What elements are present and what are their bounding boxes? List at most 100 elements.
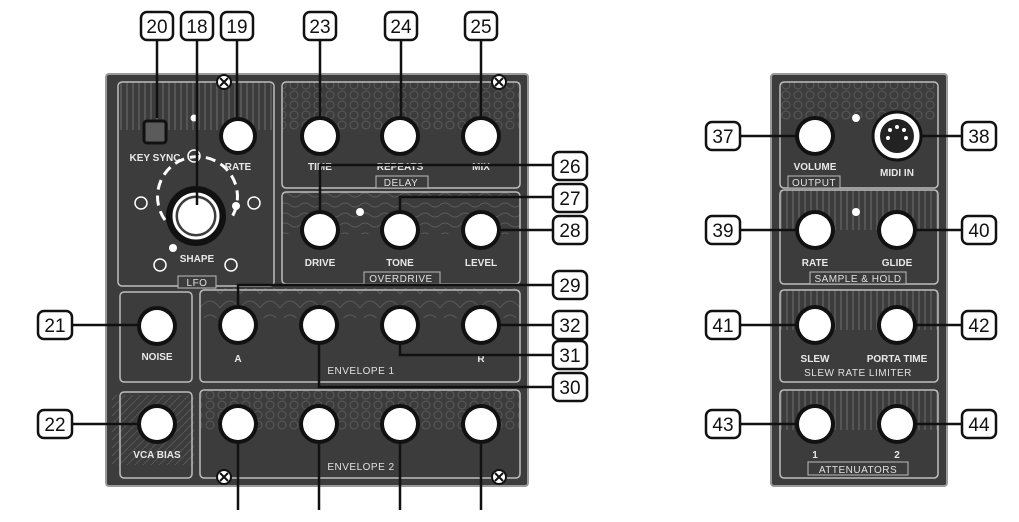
env1-sustain-knob[interactable]	[380, 305, 420, 345]
overdrive-label: OVERDRIVE	[369, 274, 432, 285]
sine-icon	[153, 258, 167, 272]
attenuators-label: ATTENUATORS	[819, 465, 897, 476]
callout-18: 18	[186, 17, 207, 38]
envelope2-section	[199, 389, 521, 479]
env1-release-knob[interactable]	[461, 305, 501, 345]
envelope1-section	[199, 289, 521, 383]
env2-attack-knob[interactable]	[218, 404, 258, 444]
led-indicator	[852, 114, 860, 122]
slew-knob[interactable]	[795, 305, 835, 345]
glide-label: GLIDE	[882, 258, 913, 269]
key-sync-label: KEY SYNC	[130, 153, 181, 164]
env1-r-label: R	[477, 354, 485, 365]
triangle-wave-icon	[134, 196, 148, 210]
midi-in-jack[interactable]	[871, 110, 923, 162]
env1-a-label: A	[234, 354, 241, 365]
callout-26: 26	[559, 157, 580, 178]
delay-repeats-label: REPEATS	[377, 162, 424, 173]
callout-41: 41	[712, 316, 733, 337]
slew-rate-limiter-label: SLEW RATE LIMITER	[804, 368, 912, 379]
callout-19: 19	[226, 17, 247, 38]
ramp-wave-icon	[224, 258, 238, 272]
attenuator-1-knob[interactable]	[795, 404, 835, 444]
left-panel: LFO DELAY OVERDRIVE ENVELOPE 1 ENVELOPE …	[105, 73, 529, 487]
env2-decay-knob[interactable]	[299, 404, 339, 444]
drive-knob[interactable]	[300, 210, 340, 250]
callout-37: 37	[712, 127, 733, 148]
noise-label: NOISE	[141, 352, 172, 363]
tone-label: TONE	[386, 258, 414, 269]
led-indicator	[169, 244, 177, 252]
delay-time-knob[interactable]	[300, 116, 340, 156]
shape-knob[interactable]	[166, 186, 226, 246]
lfo-rate-label: RATE	[225, 162, 252, 173]
callout-39: 39	[712, 221, 733, 242]
sine-wave-icon	[187, 149, 201, 163]
porta-time-label: PORTA TIME	[867, 354, 928, 365]
leader-lines	[72, 40, 962, 510]
callout-44: 44	[968, 415, 990, 436]
slew-label: SLEW	[801, 354, 830, 365]
noise-knob[interactable]	[137, 306, 177, 346]
volume-knob[interactable]	[795, 116, 835, 156]
delay-mix-knob[interactable]	[461, 116, 501, 156]
lfo-label: LFO	[187, 278, 208, 289]
volume-label: VOLUME	[794, 162, 837, 173]
env1-attack-knob[interactable]	[218, 305, 258, 345]
level-label: LEVEL	[465, 258, 497, 269]
screw-icon	[216, 469, 232, 485]
sh-rate-label: RATE	[802, 258, 829, 269]
led-indicator	[356, 208, 364, 216]
callout-20: 20	[146, 17, 167, 38]
callout-29: 29	[559, 276, 580, 297]
env2-release-knob[interactable]	[461, 404, 501, 444]
vca-section	[119, 391, 193, 479]
att2-label: 2	[894, 450, 900, 461]
slew-section	[779, 289, 939, 383]
callout-40: 40	[968, 221, 989, 242]
callout-38: 38	[968, 127, 989, 148]
callout-25: 25	[470, 17, 491, 38]
env1-decay-knob[interactable]	[299, 305, 339, 345]
envelope1-label: ENVELOPE 1	[327, 366, 394, 377]
porta-time-knob[interactable]	[877, 305, 917, 345]
sh-rate-knob[interactable]	[795, 210, 835, 250]
glide-knob[interactable]	[877, 210, 917, 250]
callout-27: 27	[559, 189, 580, 210]
callout-31: 31	[559, 346, 580, 367]
att1-label: 1	[812, 450, 818, 461]
callout-32: 32	[559, 316, 580, 337]
midi-in-label: MIDI IN	[880, 168, 914, 179]
noise-section	[119, 291, 193, 383]
attenuator-2-knob[interactable]	[877, 404, 917, 444]
drive-label: DRIVE	[305, 258, 336, 269]
envelope2-label: ENVELOPE 2	[327, 462, 394, 473]
screw-icon	[216, 74, 232, 90]
delay-repeats-knob[interactable]	[380, 116, 420, 156]
attenuators-section	[779, 389, 939, 479]
led-indicator	[232, 202, 240, 210]
output-label: OUTPUT	[792, 178, 836, 189]
square-wave-icon	[247, 196, 261, 210]
callout-43: 43	[712, 415, 733, 436]
led-indicator	[852, 208, 860, 216]
screw-icon	[491, 469, 507, 485]
shape-label: SHAPE	[180, 254, 215, 265]
level-knob[interactable]	[461, 210, 501, 250]
vca-bias-label: VCA BIAS	[133, 450, 181, 461]
tone-knob[interactable]	[380, 210, 420, 250]
lfo-rate-knob[interactable]	[219, 117, 257, 155]
key-sync-button[interactable]	[142, 119, 168, 145]
callout-30: 30	[559, 378, 580, 399]
screw-icon	[491, 74, 507, 90]
callout-21: 21	[44, 316, 65, 337]
callout-boxes: 20 18 19 23 24 25 26 27 28 29 32 31 30 2…	[36, 10, 998, 440]
sample-hold-label: SAMPLE & HOLD	[814, 274, 901, 285]
callout-28: 28	[559, 221, 580, 242]
right-panel: OUTPUT SAMPLE & HOLD SLEW RATE LIMITER A…	[770, 73, 948, 487]
callout-24: 24	[390, 17, 412, 38]
delay-mix-label: MIX	[472, 162, 490, 173]
vca-bias-knob[interactable]	[137, 404, 177, 444]
env2-sustain-knob[interactable]	[380, 404, 420, 444]
